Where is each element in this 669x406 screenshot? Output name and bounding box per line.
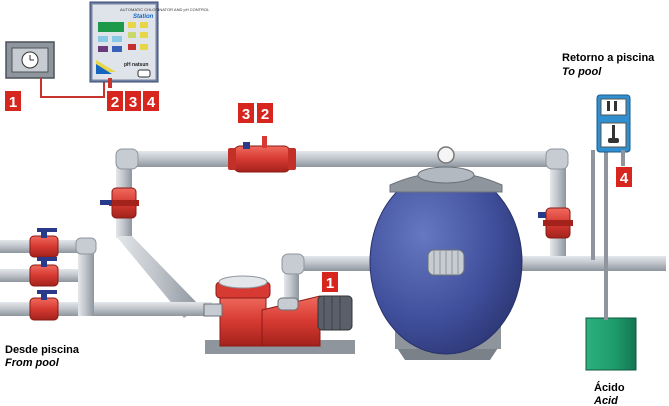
valve-suction-3[interactable] <box>29 290 59 321</box>
tag-pump-1: 1 <box>322 272 338 292</box>
tag-controller-2: 2 <box>107 91 123 111</box>
acid-label: Ácido <box>594 381 625 394</box>
controller-header: AUTOMATIC CHLORINATOR AND pH CONTROL <box>120 7 210 12</box>
svg-text:3: 3 <box>129 94 137 111</box>
valve-left-vertical[interactable] <box>100 187 139 219</box>
valve-right-vertical[interactable] <box>538 207 573 239</box>
tag-timer: 1 <box>5 91 21 111</box>
return-sublabel: To pool <box>562 66 602 78</box>
svg-text:2: 2 <box>111 94 119 111</box>
valve-suction-2[interactable] <box>29 257 59 287</box>
svg-text:4: 4 <box>620 170 629 187</box>
chlorinator-cell <box>228 136 296 173</box>
valve-suction-1[interactable] <box>29 228 59 258</box>
tag-cell-3: 3 <box>238 103 254 123</box>
from-pool-label: Desde piscina <box>5 344 80 356</box>
acid-tank <box>585 296 637 371</box>
valves <box>29 187 573 321</box>
svg-text:1: 1 <box>326 275 334 292</box>
controller-brand: Station <box>133 14 154 20</box>
acid-sublabel: Acid <box>593 395 618 406</box>
controller-model: pH natsun <box>124 62 148 68</box>
pump <box>203 275 355 354</box>
tag-controller-4: 4 <box>143 91 159 111</box>
tag-controller-3: 3 <box>125 91 141 111</box>
tag-cell-2: 2 <box>257 103 273 123</box>
tag-probe-4: 4 <box>616 167 632 187</box>
probe-panel <box>596 94 631 166</box>
svg-text:3: 3 <box>242 106 250 123</box>
svg-text:4: 4 <box>147 94 156 111</box>
svg-text:1: 1 <box>9 94 17 111</box>
from-pool-sublabel: From pool <box>5 357 60 369</box>
svg-text:2: 2 <box>261 106 269 123</box>
pressure-gauge <box>437 146 455 164</box>
wire-timer-controller <box>40 78 105 98</box>
return-label: Retorno a piscina <box>562 52 655 64</box>
controller-unit: AUTOMATIC CHLORINATOR AND pH CONTROL Sta… <box>89 1 210 88</box>
timer-box <box>5 41 55 79</box>
sand-filter <box>369 166 523 360</box>
